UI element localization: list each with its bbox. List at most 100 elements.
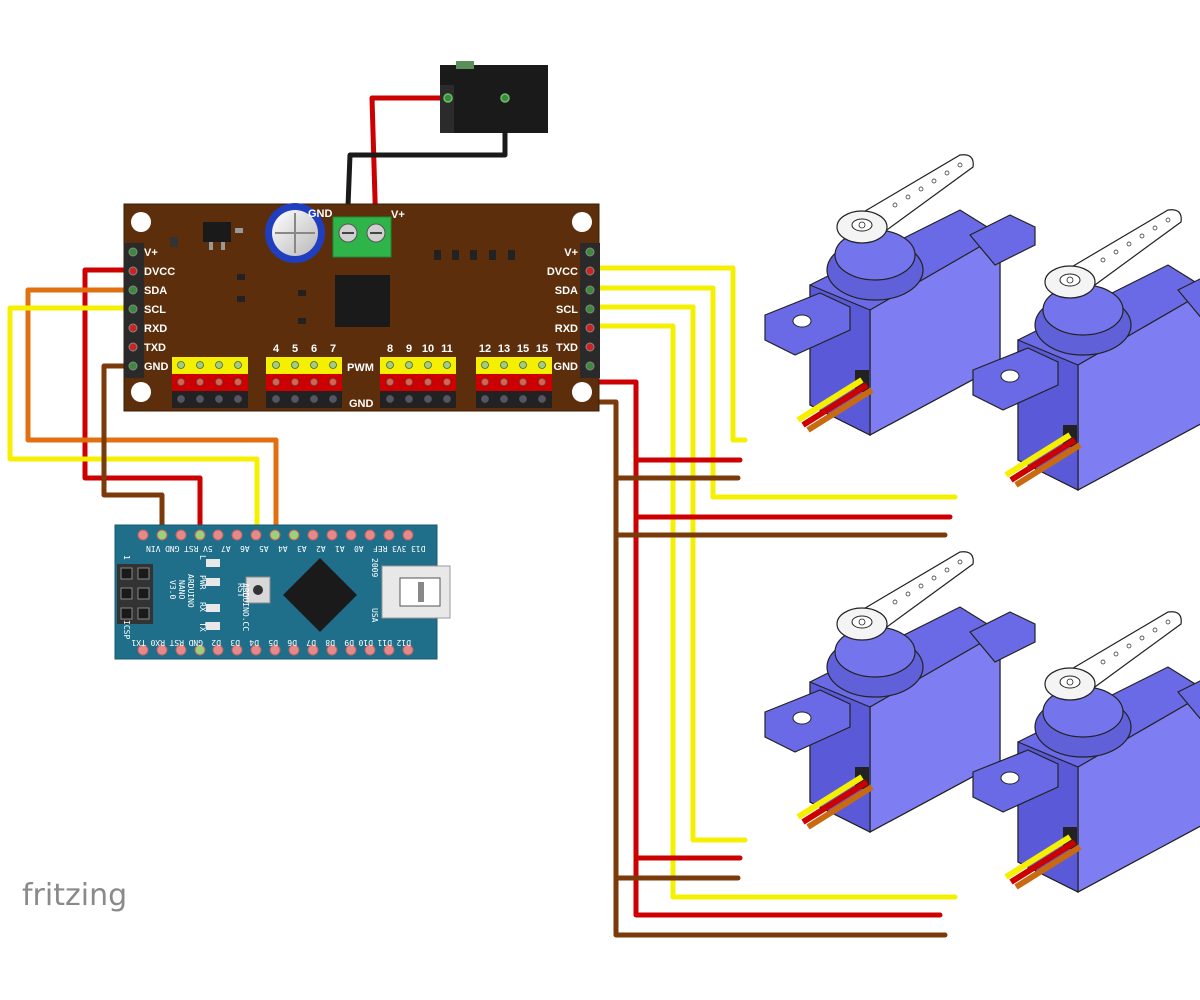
right-pin-label: RXD — [555, 323, 578, 335]
channel-pin — [329, 361, 337, 369]
led-rx — [206, 604, 220, 612]
channel-pin — [272, 378, 280, 386]
channel-pin — [500, 395, 508, 403]
left-pin-gnd — [128, 361, 138, 371]
nano-pin-row: D133V3REFA0A1A2A3A4A5A6A75VRSTGNDVIND12D… — [131, 529, 425, 656]
svg-text:V3.0: V3.0 — [168, 580, 177, 599]
led-pwr — [206, 578, 220, 586]
left-pin-label: TXD — [144, 342, 166, 354]
led-label-tx: TX — [198, 622, 207, 632]
led-l — [206, 559, 220, 567]
right-pin-label: GND — [554, 361, 579, 373]
nano-top-pin-label: GND — [165, 544, 180, 553]
right-pin-txd — [585, 342, 595, 352]
right-pin-scl — [585, 304, 595, 314]
channel-pin — [519, 395, 527, 403]
nano-bottom-pin — [402, 644, 414, 656]
nano-top-pin-label: 5V — [203, 544, 213, 553]
nano-bottom-pin — [175, 644, 187, 656]
led-label-rx: RX — [198, 602, 207, 612]
channel-pin — [196, 395, 204, 403]
red-wire-dvcc-5v — [82, 267, 203, 536]
nano-bottom-pin — [137, 644, 149, 656]
channel-pin — [405, 378, 413, 386]
orange-wire-sda-a4 — [25, 287, 279, 536]
channel-pin — [519, 378, 527, 386]
led-tx — [206, 622, 220, 630]
channel-number-label: 12 — [479, 343, 491, 355]
channel-number-label: 6 — [311, 343, 317, 355]
smd-components — [237, 250, 515, 324]
channel-pin — [215, 378, 223, 386]
left-pin-scl — [128, 304, 138, 314]
terminal-vplus-label: V+ — [391, 209, 405, 221]
led-label-pwr: PWR — [198, 575, 207, 590]
channel-pin — [329, 378, 337, 386]
capacitor-icon — [265, 203, 325, 263]
channel-pin — [234, 395, 242, 403]
brown-wire-gnd-gnd — [101, 363, 165, 536]
nano-top-pin-label: A4 — [278, 544, 288, 553]
nano-top-pin — [307, 529, 319, 541]
nano-bottom-pin-label: D11 — [377, 638, 392, 647]
channel-pin — [234, 361, 242, 369]
nano-top-pin — [269, 529, 281, 541]
left-pin-vplus — [128, 247, 138, 257]
right-pin-vplus — [585, 247, 595, 257]
left-pin-label: SDA — [144, 285, 167, 297]
right-pin-sda — [585, 285, 595, 295]
left-pin-txd — [128, 342, 138, 352]
pwm-controller-chip — [335, 275, 390, 327]
led-label-l: L — [198, 555, 207, 560]
nano-bottom-pin-label: RST — [169, 638, 184, 647]
fritzing-watermark: fritzing — [22, 878, 127, 913]
channel-pin — [500, 361, 508, 369]
nano-top-pin-label: A3 — [297, 544, 307, 553]
nano-top-pin — [212, 529, 224, 541]
right-pin-dvcc — [585, 266, 595, 276]
nano-bottom-pin-label: D5 — [268, 638, 278, 647]
channel-number-label: 5 — [292, 343, 298, 355]
channel-pin — [196, 361, 204, 369]
board-bottom-gnd-label: GND — [349, 398, 374, 410]
channel-number-label: 7 — [330, 343, 336, 355]
right-pin-label: V+ — [564, 247, 578, 259]
channel-pin — [215, 361, 223, 369]
icsp-label: ICSP — [122, 620, 131, 639]
arduino-nano: ARDUINO NANO V3.0 ARDUINO.CC 2009 USA IC… — [114, 524, 451, 660]
channel-pin — [177, 378, 185, 386]
channel-pin — [310, 361, 318, 369]
channel-number-label: 8 — [387, 343, 393, 355]
nano-top-pin — [231, 529, 243, 541]
svg-text:ARDUINO: ARDUINO — [186, 574, 195, 608]
nano-top-pin — [326, 529, 338, 541]
nano-bottom-pin-label: D2 — [211, 638, 221, 647]
channel-pin — [215, 395, 223, 403]
channel-pin — [196, 378, 204, 386]
left-pin-label: V+ — [144, 247, 158, 259]
nano-top-pin-label: A2 — [316, 544, 326, 553]
dc-power-jack-icon — [440, 61, 548, 133]
yellow-wire-scl-a5 — [7, 305, 260, 536]
nano-top-pin — [288, 529, 300, 541]
nano-bottom-pin-label: D8 — [325, 638, 335, 647]
nano-bottom-pin — [231, 644, 243, 656]
channel-pin — [291, 361, 299, 369]
left-pin-sda — [128, 285, 138, 295]
nano-top-pin — [383, 529, 395, 541]
servo-driver-board: GND V+ PWM — [123, 203, 600, 412]
nano-top-pin-label: RST — [184, 544, 199, 553]
nano-bottom-pin — [383, 644, 395, 656]
channel-pin — [386, 378, 394, 386]
nano-bottom-pin — [345, 644, 357, 656]
right-pin-rxd — [585, 323, 595, 333]
nano-top-pin — [364, 529, 376, 541]
left-pin-label: GND — [144, 361, 169, 373]
channel-number-label: 9 — [406, 343, 412, 355]
svg-text:NANO: NANO — [177, 580, 186, 599]
channel-number-label: 15 — [517, 343, 529, 355]
nano-top-pin — [402, 529, 414, 541]
right-pin-label: SCL — [556, 304, 578, 316]
nano-top-pin-label: A0 — [354, 544, 364, 553]
right-pin-label: DVCC — [547, 266, 578, 278]
